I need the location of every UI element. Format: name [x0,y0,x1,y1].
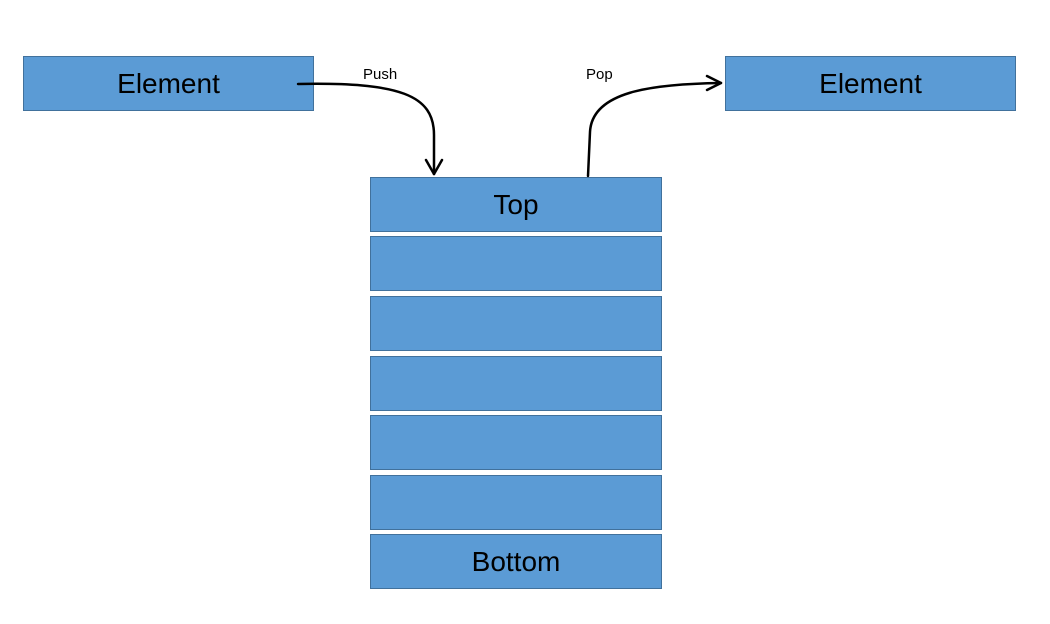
push-label: Push [363,66,398,83]
stack-slot [370,475,662,530]
stack-slot [370,356,662,411]
pop-label: Pop [586,66,613,83]
stack-slot [370,415,662,470]
pop-target-element: Element [725,56,1016,111]
stack-slot-top: Top [370,177,662,232]
stack-slot [370,296,662,351]
stack-slot [370,236,662,291]
push-source-element: Element [23,56,314,111]
pop-arrow [586,74,723,178]
stack-slot-bottom: Bottom [370,534,662,589]
push-arrow [296,82,444,176]
